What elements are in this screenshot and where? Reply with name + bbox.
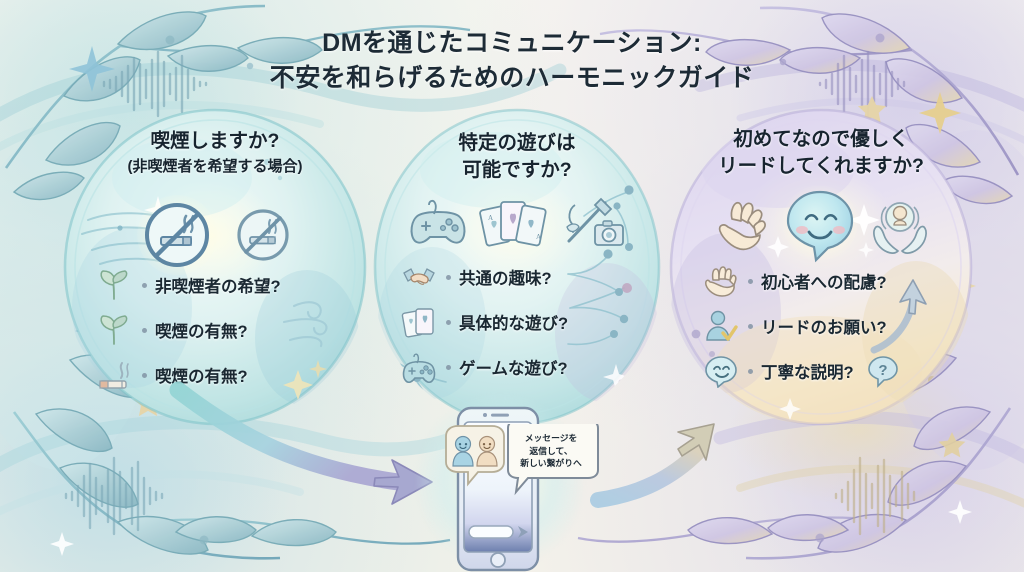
question-bubble-icon: ? [864,354,902,388]
list-item-label: ゲームな遊び? [459,360,568,378]
panel-gentle-lead-items: 初心者への配慮? リードのお願い? [668,264,974,399]
list-item-label: 喫煙の有無? [155,323,248,341]
bullet-dot [748,323,753,329]
panel-smoking-items: 非喫煙者の希望? 喫煙の有無? [62,268,368,403]
speech-bubble-line-1: メッセージを [524,433,578,443]
avatar [452,435,474,467]
bullet-dot [446,274,451,280]
panel-gentle-lead-big-icons [668,186,974,264]
list-item-label: 喫煙の有無? [155,368,248,386]
bullet-dot [142,327,147,333]
playing-cards-icon: A A [479,201,547,247]
list-item[interactable]: 非喫煙者の希望? [96,268,368,302]
panel-smoking-big-icons [62,192,368,278]
waveform-bottom-right [834,456,916,536]
gamepad-icon [400,350,438,384]
smiley-bubble-icon [702,354,740,388]
list-item-label: 共通の趣味? [459,270,552,288]
no-smoking-icon [237,209,289,261]
caring-hands-icon [873,202,927,254]
speech-bubble-text: メッセージを 返信して、 新しい繋がりへ [507,432,595,470]
arrow-center-to-panel3 [590,423,715,508]
panel-activities-heading-line1: 特定の遊びは [458,132,576,154]
list-item[interactable]: 喫煙の有無? [96,358,368,392]
smiling-speech-bubble-icon [782,186,858,263]
panel-activities-heading-line2: 可能ですか? [462,159,572,181]
panel-smoking-heading-line1: 喫煙しますか? [150,130,280,152]
person-check-icon [702,309,740,343]
bullet-dot [748,278,753,284]
speech-bubble-line-3: 新しい繋がりへ [520,458,582,468]
list-item[interactable]: 共通の趣味? [400,260,662,294]
speech-bubble-line-2: 返信して、 [529,445,573,456]
waveform-bottom-left [64,456,164,536]
list-item-label: 非喫煙者の希望? [155,278,281,296]
two-people-chat-icon [445,424,599,496]
panel-gentle-lead-heading-line1: 初めてなので優しく [733,128,909,150]
title-line-1: DMを通じたコミュニケーション: [322,29,702,57]
cigarette-icon [96,358,134,392]
list-item-label: リードのお願い? [761,319,887,337]
bullet-dot [446,364,451,370]
list-item[interactable]: リードのお願い? [702,309,974,343]
svg-text:A: A [488,214,493,222]
panel-gentle-lead[interactable]: 初めてなので優しく リードしてくれますか? [668,108,974,426]
bullet-dot [446,319,451,325]
panel2-bubble-art [373,108,661,426]
gamepad-icon [410,199,466,244]
leaf-icon [96,313,134,347]
panel-activities-bubble [372,108,662,426]
list-item[interactable]: 喫煙の有無? [96,313,368,347]
list-item[interactable]: 初心者への配慮? [702,264,974,298]
panel-smoking[interactable]: 喫煙しますか? (非喫煙者を希望する場合) [62,108,368,426]
panel-activities[interactable]: 特定の遊びは 可能ですか? [372,108,662,426]
panel-gentle-lead-heading: 初めてなので優しく リードしてくれますか? [668,126,974,180]
list-item[interactable]: ゲームな遊び? [400,350,662,384]
panel-activities-big-icons: A A [372,194,662,250]
bullet-dot [142,282,147,288]
handshake-icon [400,260,438,294]
playing-cards-icon [400,305,438,339]
raised-hand-icon [702,264,740,298]
bullet-dot [142,372,147,378]
panel-gentle-lead-heading-line2: リードしてくれますか? [718,155,924,177]
svg-text:A: A [536,233,541,241]
no-smoking-icon [137,195,217,275]
leaf-icon [96,268,134,302]
bullet-dot [748,368,753,374]
list-item[interactable]: 丁寧な説明? ? [702,354,974,388]
title-line-2: 不安を和らげるためのハーモニックガイド [269,64,755,92]
list-item-label: 具体的な遊び? [459,315,569,333]
fishing-rod-camera-icon [566,197,624,246]
list-item[interactable]: 具体的な遊び? [400,305,662,339]
list-item-label: 丁寧な説明? [761,364,854,382]
waving-hand-icon [718,201,766,251]
svg-text:?: ? [878,362,887,379]
panel-activities-heading: 特定の遊びは 可能ですか? [372,130,662,184]
panel-activities-items: 共通の趣味? 具体的な遊び? [372,260,662,395]
avatar [476,435,498,467]
panel-smoking-subheading: (非喫煙者を希望する場合) [127,158,303,175]
page-title: DMを通じたコミュニケーション: 不安を和らげるためのハーモニックガイド [0,26,1024,96]
panel-smoking-heading: 喫煙しますか? (非喫煙者を希望する場合) [62,128,368,179]
list-item-label: 初心者への配慮? [761,274,887,292]
